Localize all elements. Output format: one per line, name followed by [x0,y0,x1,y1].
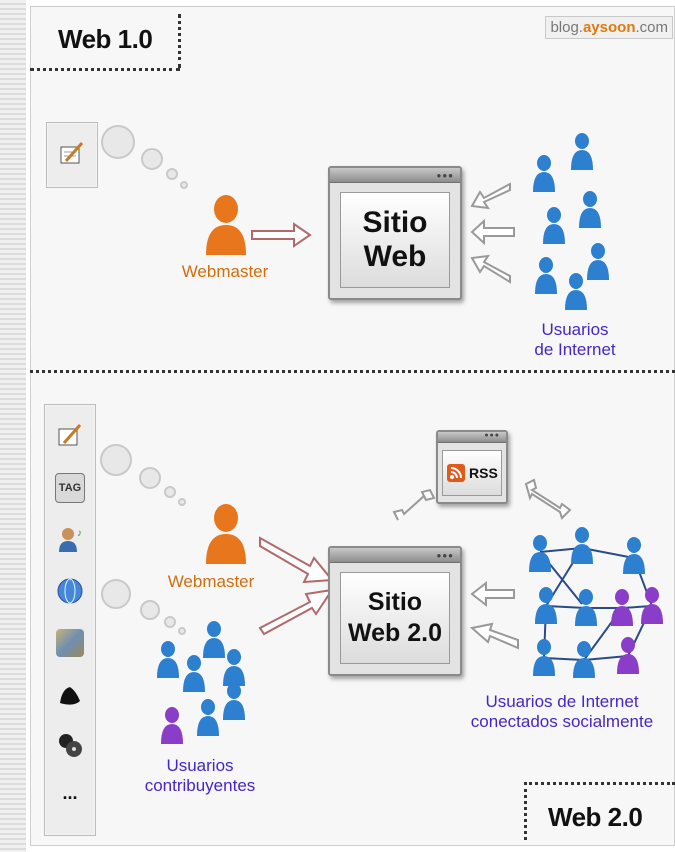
rss-feed-icon [447,464,465,482]
web2-tab-border-top [524,782,675,785]
page-margin-strip [0,0,26,852]
shoe-icon [56,681,84,709]
web2-thought-bubbles-upper [100,444,186,506]
web2-thought-bubbles-lower [101,579,186,635]
globe-icon [56,577,84,605]
rss-window: ●●● RSS [436,430,508,504]
web2-tab-border-left [524,782,527,840]
web2-tools-sidebar: TAG ♪ ... [44,404,96,836]
diagram-frame [30,6,675,846]
web1-webmaster-caption: Webmaster [181,262,269,281]
brand-watermark: blog.aysoon.com [545,16,673,39]
web1-internet-users-group [533,133,609,310]
web2-site-line1: Sitio [367,588,423,616]
person-music-icon: ♪ [56,525,84,553]
webmaster-person-icon [206,195,246,255]
web2-site-line2: Web 2.0 [347,619,443,647]
web1-webmaster-arrow [251,222,312,248]
rss-left-double-arrow [392,488,436,521]
web1-site-line2: Web [363,240,427,273]
web2-contributors-group [157,621,245,744]
diagram-stage: Web 1.0 blog.aysoon.com Webmaster ●●● Si… [30,6,675,846]
rss-right-double-arrow [524,478,572,520]
more-icon: ... [62,782,78,803]
web2-label: Web 2.0 [548,802,643,832]
web2-contributor-arrows [258,536,335,636]
web1-editor-icon-box [46,122,98,188]
web2-social-network-group [529,527,663,678]
map-icon [56,629,84,657]
pencil-notepad-icon [56,421,84,449]
web1-tab-border-bottom [30,68,180,71]
section-divider [30,370,675,373]
rss-label: RSS [469,465,498,481]
web2-social-arrows [469,580,519,650]
webmaster-person-icon [206,504,246,564]
tag-icon: TAG [55,473,85,503]
web1-site-line1: Sitio [362,206,428,239]
pencil-notepad-icon [58,139,86,167]
web1-tab-border-right [178,14,181,68]
film-reel-icon [56,731,84,759]
web1-users-arrows [470,182,515,284]
web2-webmaster-caption: Webmaster [167,572,255,591]
web1-thought-bubbles [101,125,188,189]
svg-text:♪: ♪ [77,528,82,539]
web1-label: Web 1.0 [58,24,153,54]
